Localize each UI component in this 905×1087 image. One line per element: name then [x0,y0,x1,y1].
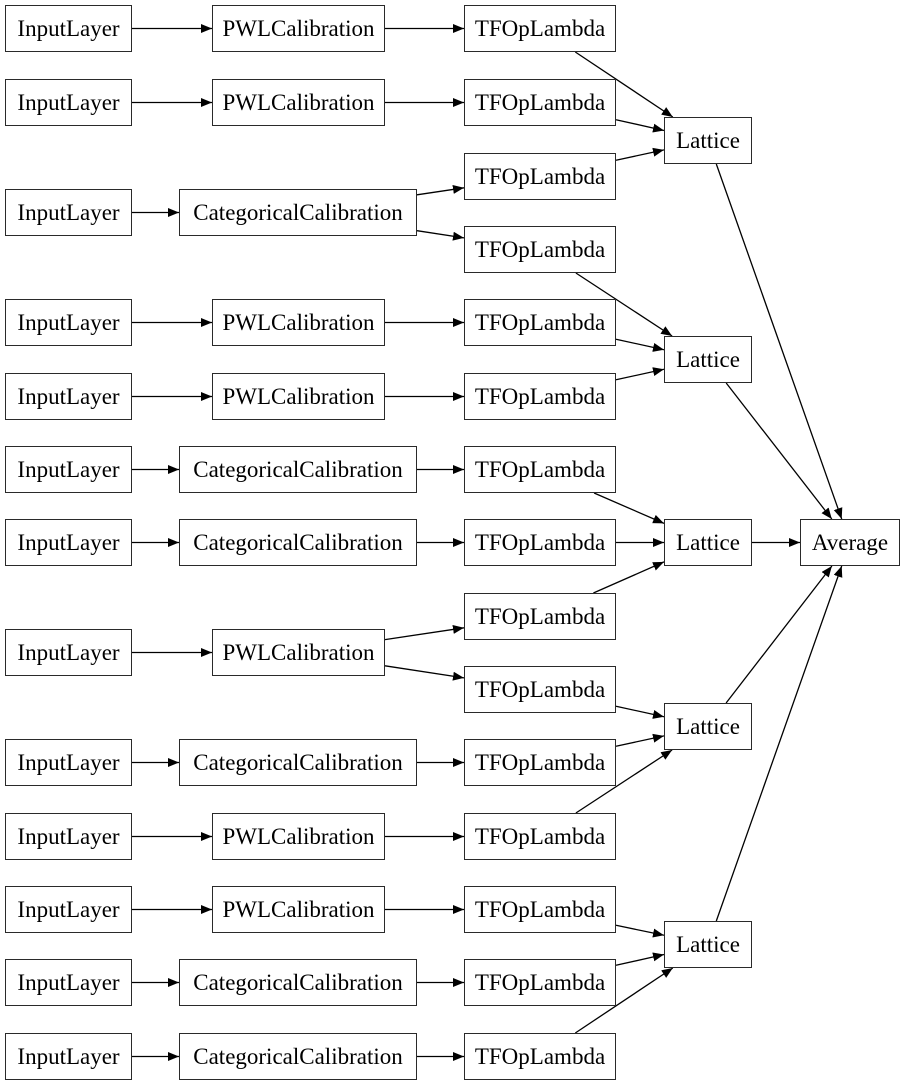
edge-t12-lat4 [575,749,673,814]
node-t12: TFOpLambda [464,813,616,860]
node-pwl4: PWLCalibration [212,373,385,420]
edge-t10-lat4 [615,705,665,719]
edge-t3-lat1 [615,147,665,161]
node-in12: InputLayer [5,959,132,1006]
edge-t7-lat3 [593,492,665,524]
node-in11: InputLayer [5,886,132,933]
node-in13: InputLayer [5,1033,132,1080]
edge-t14-lat5 [615,952,665,966]
node-in7: InputLayer [5,519,132,566]
node-in9: InputLayer [5,739,132,786]
node-cat1: CategoricalCalibration [179,189,417,236]
node-in2: InputLayer [5,79,132,126]
edge-t4-lat2 [575,272,673,337]
node-t3: TFOpLambda [464,153,616,200]
edge-cat1-t3 [416,184,465,196]
node-in6: InputLayer [5,446,132,493]
node-t15: TFOpLambda [464,1033,616,1080]
edge-lat1-avg [715,163,843,520]
node-t9: TFOpLambda [464,593,616,640]
node-lat2: Lattice [664,336,752,383]
node-lat1: Lattice [664,117,752,164]
node-t14: TFOpLambda [464,959,616,1006]
edge-t5-lat2 [615,338,665,352]
node-in5: InputLayer [5,373,132,420]
edge-t2-lat1 [615,119,665,133]
edge-lat5-avg [715,565,843,922]
node-t1: TFOpLambda [464,5,616,52]
edge-t11-lat4 [615,733,665,747]
node-pwl5: PWLCalibration [212,629,385,676]
node-t10: TFOpLambda [464,666,616,713]
edge-group [132,24,843,1061]
edge-t1-lat1 [574,51,674,118]
edge-t6-lat2 [615,367,665,381]
node-pwl3: PWLCalibration [212,299,385,346]
node-in10: InputLayer [5,813,132,860]
node-cat4: CategoricalCalibration [179,739,417,786]
edge-t9-lat3 [593,561,665,594]
node-t2: TFOpLambda [464,79,616,126]
node-lat4: Lattice [664,703,752,750]
edge-pwl5-t9 [384,624,465,641]
edge-cat1-t4 [416,230,465,241]
node-cat5: CategoricalCalibration [179,959,417,1006]
edge-t15-lat5 [574,967,674,1034]
node-t5: TFOpLambda [464,299,616,346]
node-pwl1: PWLCalibration [212,5,385,52]
node-t4: TFOpLambda [464,226,616,273]
edge-lat2-avg [725,382,833,520]
node-t6: TFOpLambda [464,373,616,420]
node-t7: TFOpLambda [464,446,616,493]
node-t11: TFOpLambda [464,739,616,786]
node-lat3: Lattice [664,519,752,566]
node-in3: InputLayer [5,189,132,236]
node-in4: InputLayer [5,299,132,346]
node-t13: TFOpLambda [464,886,616,933]
node-avg: Average [800,519,900,566]
node-in1: InputLayer [5,5,132,52]
node-pwl6: PWLCalibration [212,813,385,860]
edge-t13-lat5 [615,924,665,938]
node-pwl2: PWLCalibration [212,79,385,126]
edge-lat4-avg [725,565,833,704]
node-t8: TFOpLambda [464,519,616,566]
node-pwl7: PWLCalibration [212,886,385,933]
node-lat5: Lattice [664,921,752,968]
node-cat3: CategoricalCalibration [179,519,417,566]
node-cat6: CategoricalCalibration [179,1033,417,1080]
edge-pwl5-t10 [384,665,465,681]
node-cat2: CategoricalCalibration [179,446,417,493]
node-in8: InputLayer [5,629,132,676]
